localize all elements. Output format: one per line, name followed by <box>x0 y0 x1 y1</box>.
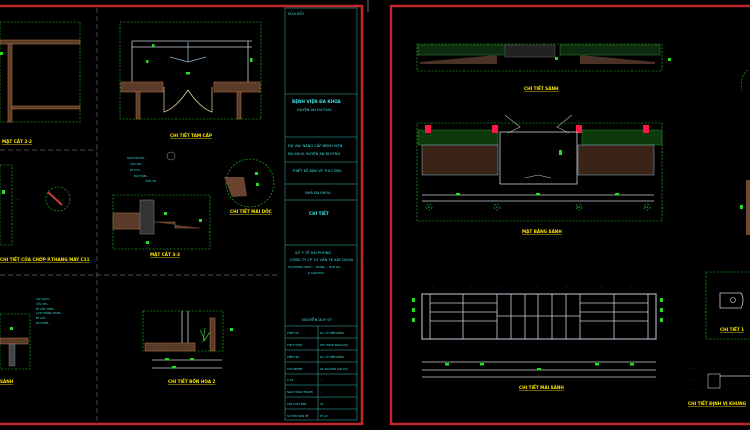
step-detail-drawing: CHI TIẾT TAM CẤP <box>119 21 262 138</box>
title-company-2: CÔNG TY CP TƯ VẤN TK XÂY DỰNG <box>290 257 354 262</box>
svg-text:...: ... <box>431 285 434 288</box>
title-block-cell: LẦN XUẤT BẢN <box>287 401 306 406</box>
label-anchor-detail: CHI TIẾT ĐỊNH VỊ KHUNG <box>688 400 747 406</box>
svg-text:BT LÓT...: BT LÓT... <box>130 167 142 172</box>
svg-text:VỮA XM...: VỮA XM... <box>36 301 49 306</box>
label-section-2-2: MẶT CẮT 2-2 <box>2 139 32 144</box>
svg-text:GẠCH BLOCK...: GẠCH BLOCK... <box>127 156 147 160</box>
label-detail-1: CHI TIẾT 1 <box>720 326 744 332</box>
svg-text:...: ... <box>535 285 538 288</box>
title-block-cell: KS. VŨ TIẾN DŨNG <box>320 329 344 335</box>
left-sheet-border <box>0 4 364 426</box>
title-project-line-2: ĐA KHOA HUYỆN AN DƯƠNG <box>288 151 340 156</box>
title-block-cell: KT_22 <box>320 414 328 418</box>
title-block-cell: 9 <box>496 205 498 209</box>
label-step-detail: CHI TIẾT TAM CẤP <box>170 132 212 138</box>
canopy-detail-drawing: ... ... ... ... ... ... ... CHI TIẾT MÁI… <box>412 285 663 390</box>
section-2-2-drawing: MẶT CẮT 2-2 <box>0 21 81 144</box>
title-block-cell: 8 <box>428 205 430 209</box>
planter-detail-drawing: CHI TIẾT BỒN HOA 2 <box>142 310 233 384</box>
lobby-detail-drawing: CHI TIẾT SẢNH <box>416 43 671 91</box>
title-block-cell: NGÀY HOÀN THÀNH <box>287 389 313 394</box>
svg-text:...: ... <box>16 198 19 201</box>
title-block-rows: THIẾT KẾ KS. VŨ TIẾN DŨNG THỰC HIỆN KTS.… <box>285 325 357 420</box>
svg-text:...: ... <box>500 285 503 288</box>
svg-text:...: ... <box>565 285 568 288</box>
right-partial-drawing <box>740 69 750 235</box>
svg-text:...: ... <box>630 285 633 288</box>
louver-detail-drawing: ... CHI TIẾT CỬA CHỚP P.THANG MÁY C11 <box>0 164 90 262</box>
svg-text:...: ... <box>600 285 603 288</box>
title-stage: THIẾT KẾ BẢN VẼ THI CÔNG <box>291 167 342 173</box>
title-project-line-1: DỰ ÁN: NÂNG CẤP BỆNH VIỆN <box>288 143 343 148</box>
title-director-title: P. GIÁM ĐỐC <box>308 270 324 275</box>
svg-text:ĐẤT TN: ĐẤT TN <box>146 178 156 183</box>
title-date: HẢI PHÒNG, NGÀY ... THÁNG ... NĂM 201 <box>288 264 341 269</box>
label-slope-detail: CHI TIẾT MÁI DỐC <box>230 208 272 214</box>
svg-text:...: ... <box>692 379 695 382</box>
label-lobby-plan: MẶT BẰNG SẢNH <box>522 229 562 234</box>
title-block: SỬA ĐỔI BỆNH VIỆN ĐA KHOA HUYỆN AN DƯƠNG… <box>284 7 358 421</box>
title-block-cell: 10 <box>577 205 581 209</box>
title-drawing-name: CHI TIẾT <box>309 210 329 216</box>
title-client-sub: HUYỆN AN DƯƠNG <box>297 107 332 112</box>
label-planter-detail: CHI TIẾT BỒN HOA 2 <box>168 378 216 384</box>
title-block-cell: THỰC HIỆN <box>287 342 302 347</box>
title-company-1: SỞ Y TẾ HẢI PHÒNG <box>295 249 331 255</box>
title-block-cell: ... <box>320 379 323 382</box>
lobby-section-drawing: LÁT GẠCH... VỮA XM... BT CỐT THÉP... LỚP… <box>0 296 63 384</box>
anchor-detail-drawing: ... ... ... CHI TIẾT ĐỊNH VỊ KHUNG <box>688 367 750 406</box>
slope-detail-drawing: CHI TIẾT MÁI DỐC <box>224 158 275 214</box>
svg-text:BT LÓT...: BT LÓT... <box>36 315 48 320</box>
svg-text:...: ... <box>692 367 695 370</box>
right-sheet: CHI TIẾT SẢNH 8 9 <box>389 4 750 426</box>
label-canopy-detail: CHI TIẾT MÁI SẢNH <box>519 384 564 390</box>
label-lobby: SẢNH <box>0 379 14 384</box>
label-section-3-3: MẶT CẮT 3-3 <box>150 252 180 257</box>
title-block-cell: KS. VŨ TIẾN DŨNG <box>320 353 344 359</box>
title-block-cell: 11 <box>645 205 649 209</box>
title-block-cell: KTS. PHẠM NGỌC ĐẠI <box>320 343 348 347</box>
title-block-cell: TỈ LỆ <box>287 377 294 382</box>
title-block-cell: SỐ HIỆU BẢN VẼ <box>287 413 309 418</box>
title-director-name: NGUYỄN DUY SỸ <box>302 317 332 322</box>
detail-1-drawing: CHI TIẾT 1 <box>705 271 750 340</box>
svg-text:BT CỐT THÉP...: BT CỐT THÉP... <box>36 306 55 311</box>
title-block-cell: CHỦ NHIỆM <box>287 366 302 371</box>
svg-text:ĐẤT ĐẦM...: ĐẤT ĐẦM... <box>36 320 51 325</box>
title-client: BỆNH VIỆN ĐA KHOA <box>292 99 342 104</box>
right-sheet-border <box>389 4 750 426</box>
section-3-3-drawing: GẠCH BLOCK... VỮA XM... BT LÓT... ĐẤT ĐẦ… <box>112 151 211 257</box>
title-building: NHÀ ĐA KHOA <box>305 190 331 195</box>
title-block-cell: KIỂM TRA <box>287 354 299 359</box>
svg-text:...: ... <box>692 388 695 391</box>
title-revision: SỬA ĐỔI <box>288 11 304 16</box>
title-block-cell: KS. NGUYỄN VĂN HẢI <box>320 366 348 371</box>
left-sheet: MẶT CẮT 2-2 CHI TIẾT TAM CẤP <box>0 4 364 426</box>
svg-text:LỚP CHỐNG THẤM...: LỚP CHỐNG THẤM... <box>36 310 63 315</box>
svg-text:LÁT GẠCH...: LÁT GẠCH... <box>36 296 52 301</box>
label-louver-detail: CHI TIẾT CỬA CHỚP P.THANG MÁY C11 <box>0 256 90 262</box>
label-lobby-detail: CHI TIẾT SẢNH <box>524 85 559 91</box>
svg-text:...: ... <box>470 285 473 288</box>
lobby-plan-drawing: 8 9 10 11 MẶT BẰNG SẢNH <box>416 114 663 234</box>
svg-text:ĐẤT ĐẦM...: ĐẤT ĐẦM... <box>134 173 149 178</box>
svg-text:VỮA XM...: VỮA XM... <box>130 161 143 166</box>
title-block-cell: THIẾT KẾ <box>287 329 299 335</box>
title-block-cell: 01 <box>320 402 324 406</box>
title-block-cell: ... <box>320 391 323 394</box>
